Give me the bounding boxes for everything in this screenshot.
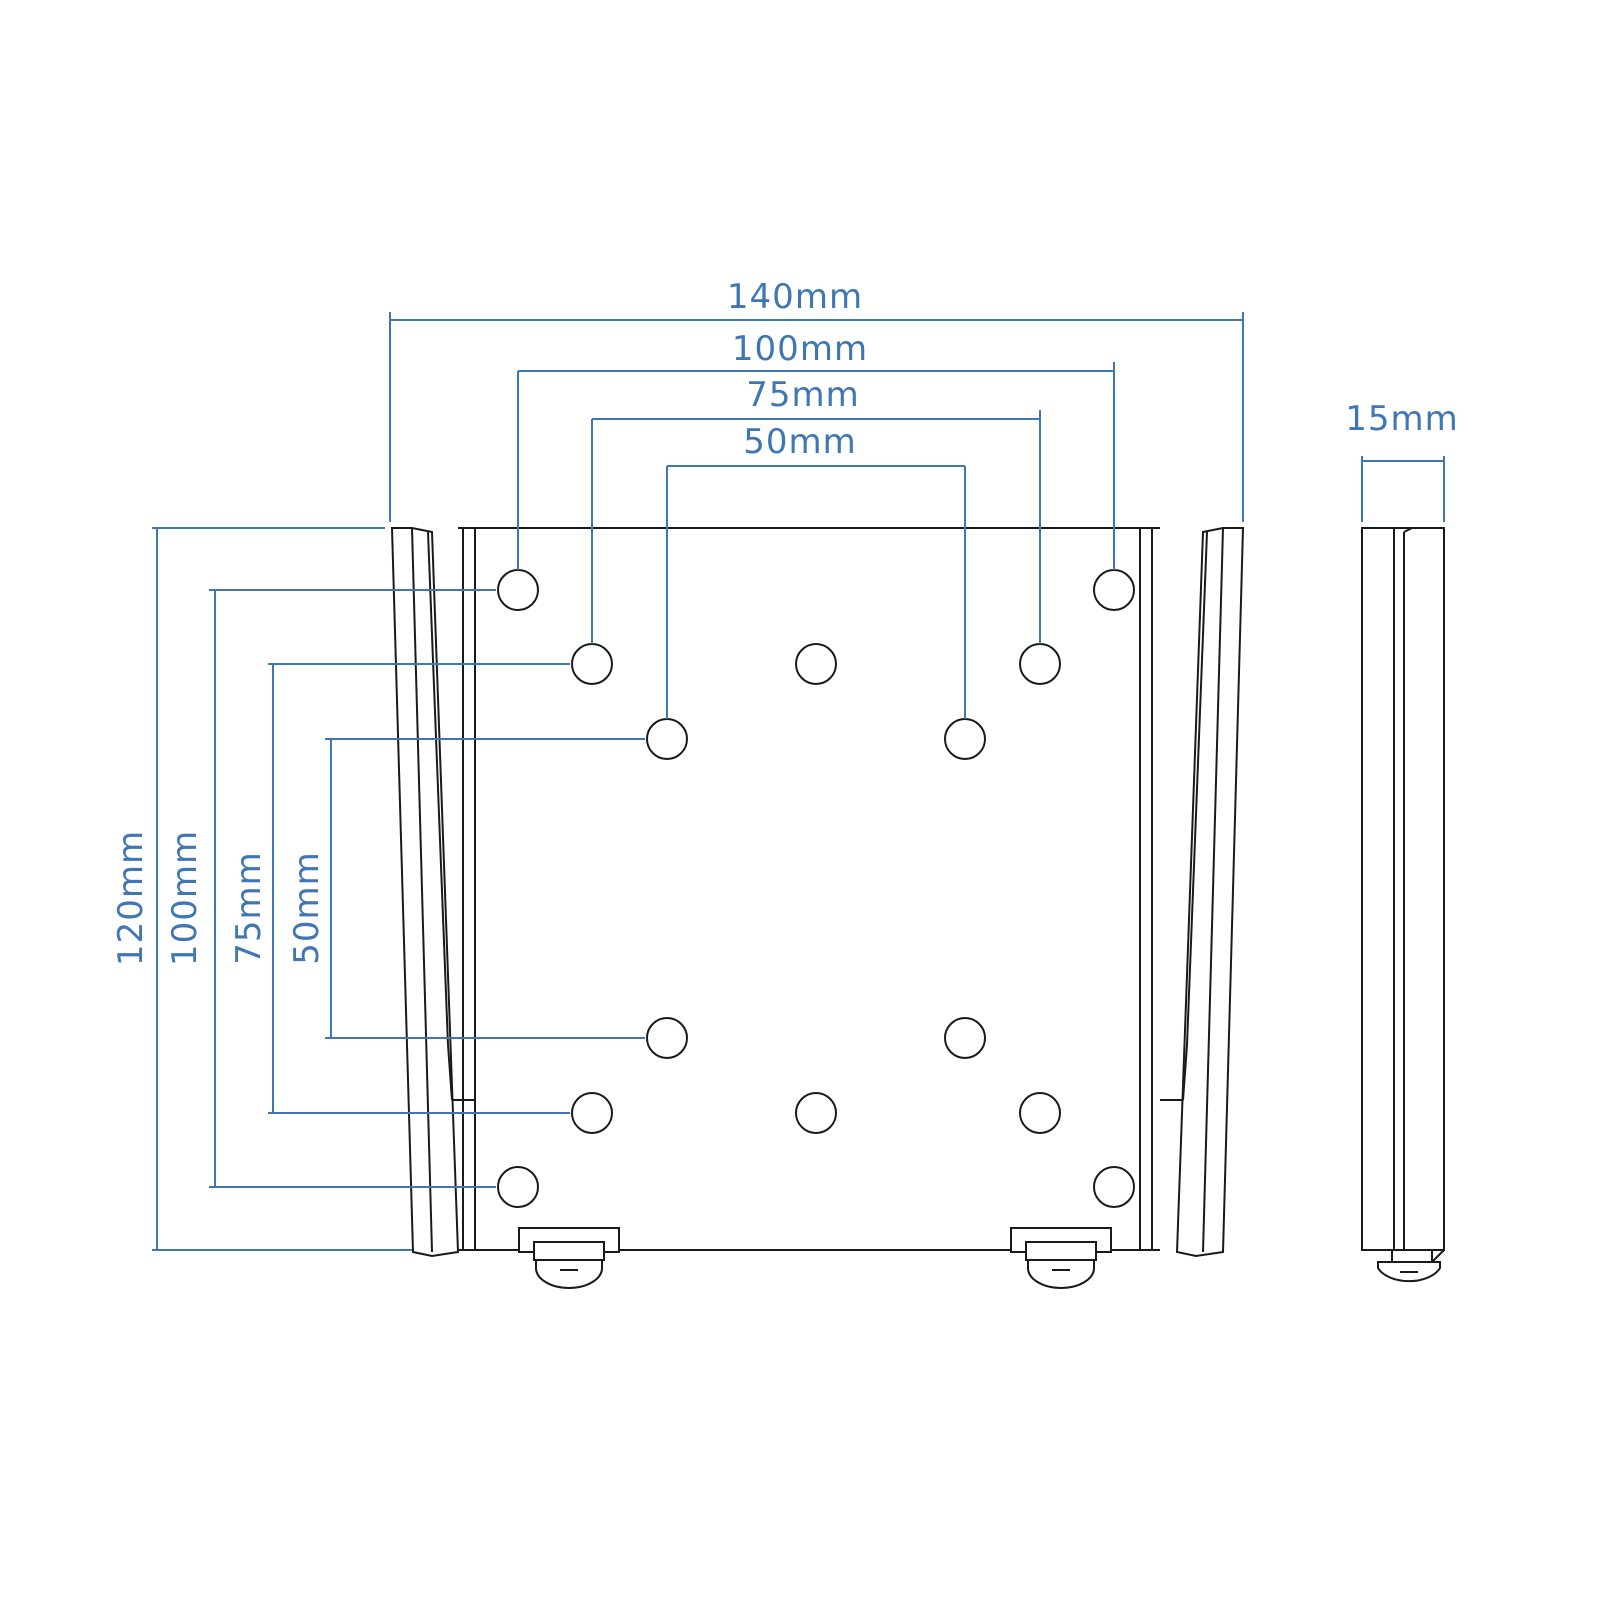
left-arm-edge [411,527,433,1253]
hole-50-top-right [944,718,986,760]
dim-15-depth: 15mm [1345,399,1459,522]
hole-100-bottom-right [1093,1166,1135,1208]
lock-screw-icon [535,1259,603,1289]
dim-50-height: 50mm [287,738,645,1039]
hole-bottom-center [795,1092,837,1134]
hole-75-top-left [571,643,613,685]
hole-75-bottom-right [1019,1092,1061,1134]
hole-100-bottom-left [497,1166,539,1208]
hole-100-top-right [1093,569,1135,611]
right-lock-tab [1010,1227,1112,1289]
front-view [390,527,1245,1289]
hole-top-center [795,643,837,685]
dim-label-140: 140mm [727,277,863,317]
hole-100-top-left [497,569,539,611]
hole-50-bottom-right [944,1017,986,1059]
dim-label-50-width: 50mm [743,422,857,462]
dim-75-height: 75mm [229,663,570,1114]
left-arm-rib [427,531,449,1046]
left-arm-outer [390,527,460,1258]
hole-50-bottom-left [646,1017,688,1059]
dim-label-15-depth: 15mm [1345,399,1459,439]
dim-label-120-height: 120mm [111,830,151,966]
right-arm-rib [1186,531,1208,1046]
right-arm-edge [1202,527,1224,1253]
dim-100-height: 100mm [165,589,496,1188]
hole-75-bottom-left [571,1092,613,1134]
right-arm [1140,527,1245,1258]
dim-75-width: 75mm [591,375,1041,644]
dim-label-100-height: 100mm [165,830,205,966]
dim-50-width: 50mm [666,422,966,719]
dim-label-75-height: 75mm [229,851,269,965]
dim-label-100-width: 100mm [732,329,868,369]
lock-screw-icon [1027,1259,1095,1289]
left-lock-tab [518,1227,620,1289]
hole-75-top-right [1019,643,1061,685]
side-view [1361,527,1445,1283]
dim-100-width: 100mm [517,329,1115,570]
dim-140-width: 140mm [389,277,1244,522]
left-arm [390,527,475,1258]
hole-50-top-left [646,718,688,760]
dim-label-50-height: 50mm [287,851,327,965]
left-arm-rib-end [447,1044,453,1101]
vesa-holes [497,569,1135,1208]
right-arm-rib-end [1182,1044,1188,1101]
dim-label-75-width: 75mm [746,375,860,415]
dim-120-height: 120mm [111,527,412,1251]
right-arm-outer [1175,527,1245,1258]
